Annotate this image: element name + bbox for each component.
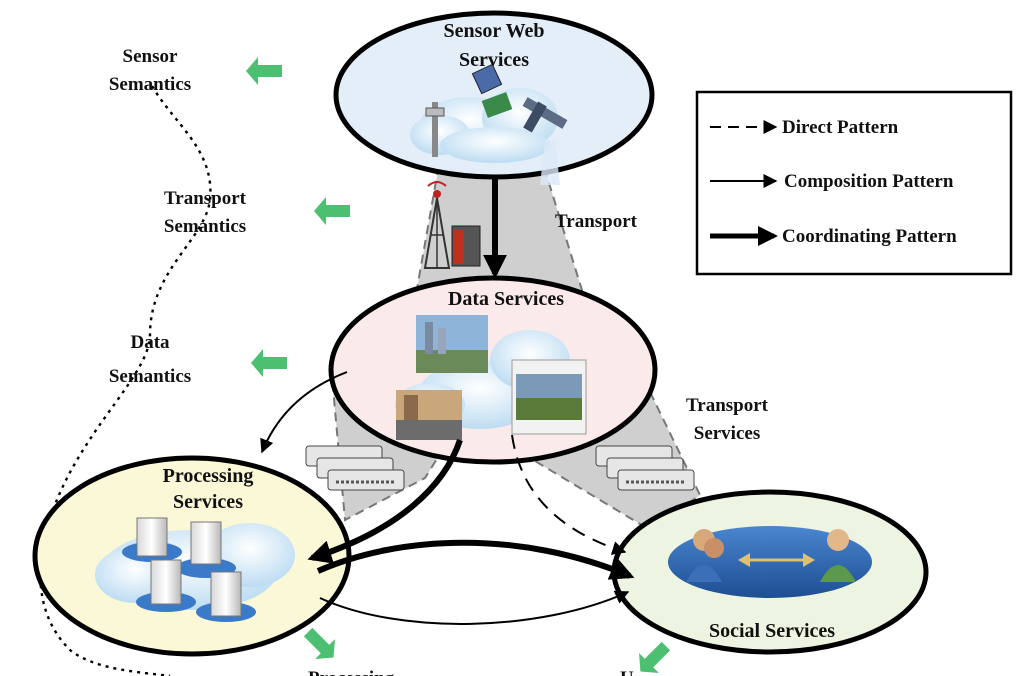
users-icon	[686, 529, 724, 582]
social-services-title: Social Services	[709, 620, 835, 642]
data-services-node: Data Services	[328, 275, 658, 465]
user-icon	[820, 529, 856, 582]
data-to-processing-composition-arrow	[260, 371, 348, 454]
sensor-web-title-line1: Sensor Web	[444, 20, 545, 42]
transport-services-line1: Transport	[686, 395, 769, 416]
satellite-icon	[471, 63, 513, 118]
legend-direct-label: Direct Pattern	[782, 117, 899, 138]
sensor-web-services-node: Sensor Web Services	[333, 10, 655, 185]
green-arrow-icon	[251, 349, 287, 377]
data-to-processing-coordinating-arrow	[307, 439, 463, 564]
right-switch-stack-icon	[595, 445, 695, 491]
social-services-node: Social Services	[611, 489, 929, 655]
weather-station-icon	[425, 102, 445, 157]
transport-services-line2: Services	[694, 423, 760, 444]
user-semantics-cut-label: U	[620, 668, 634, 676]
data-services-title: Data Services	[448, 288, 564, 310]
street-photo-thumbnail	[396, 390, 462, 440]
sensor-semantics-line1: Sensor	[123, 46, 178, 67]
processing-semantics-cut-label: Processing	[308, 668, 395, 676]
green-arrow-icon	[639, 641, 671, 673]
sensor-web-title-line2: Services	[459, 49, 529, 71]
green-arrow-icon	[314, 197, 350, 225]
router-icon	[451, 225, 481, 267]
processing-services-node: Processing Services	[32, 455, 352, 657]
transport-semantics-line1: Transport	[164, 188, 247, 209]
transport-label-top: Transport	[555, 211, 638, 232]
webcam-screenshot-thumbnail	[511, 359, 587, 435]
green-arrow-icon	[246, 57, 282, 85]
left-switch-stack-icon	[305, 445, 405, 491]
airplane-icon	[522, 97, 568, 185]
sensor-semantics-line2: Semantics	[109, 74, 191, 95]
legend-composition-label: Composition Pattern	[784, 171, 954, 192]
transmission-tower-icon	[423, 181, 451, 269]
server-cluster-icon	[122, 517, 256, 622]
transport-semantics-line2: Semantics	[164, 216, 246, 237]
processing-to-social-coordinating-arrow	[316, 539, 635, 580]
city-photo-thumbnail	[416, 315, 488, 373]
processing-title-line1: Processing	[163, 465, 254, 487]
processing-title-line2: Services	[173, 491, 243, 513]
data-semantics-line2: Semantics	[109, 366, 191, 387]
data-to-social-direct-arrow	[511, 434, 627, 555]
processing-to-social-composition-arrow	[319, 590, 630, 625]
data-semantics-line1: Data	[130, 332, 170, 353]
semantics-dotted-curve	[39, 85, 212, 676]
legend-box: Direct Pattern Composition Pattern Coord…	[695, 90, 1013, 276]
green-arrow-icon	[303, 627, 335, 659]
legend-coordinating-label: Coordinating Pattern	[782, 226, 957, 247]
